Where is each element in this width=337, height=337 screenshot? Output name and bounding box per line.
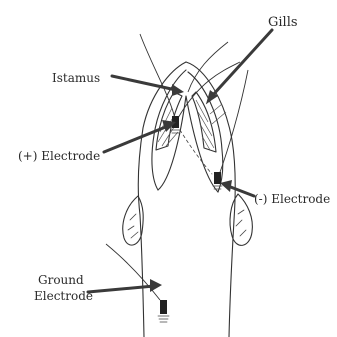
pointer-isthmus	[112, 76, 184, 96]
label-ground-electrode-line2: Electrode	[34, 289, 93, 303]
label-negative-electrode: (-) Electrode	[254, 192, 330, 206]
label-gills: Gills	[268, 15, 298, 30]
pointer-ground-electrode	[88, 279, 162, 292]
pointer-negative-electrode	[220, 180, 254, 196]
negative-electrode	[213, 172, 222, 189]
label-positive-electrode: (+) Electrode	[18, 149, 100, 163]
wires	[106, 34, 248, 300]
label-isthmus: Istamus	[52, 71, 100, 85]
ground-electrode	[158, 300, 169, 322]
pointer-gills	[206, 30, 272, 104]
label-ground-electrode-line1: Ground	[38, 273, 84, 287]
fish-body	[138, 62, 235, 337]
